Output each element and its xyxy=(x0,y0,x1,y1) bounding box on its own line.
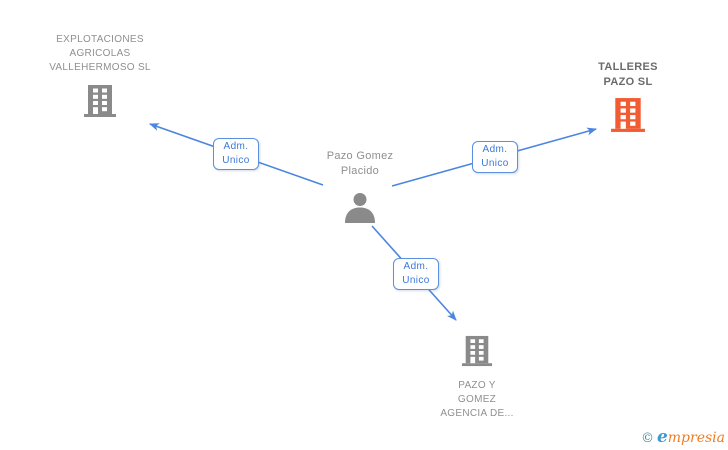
company-name-talleres: TALLERES PAZO SL xyxy=(558,60,698,90)
copyright-icon: © xyxy=(640,431,654,446)
edge-label-line: Unico xyxy=(402,275,430,286)
person-name-line: Placido xyxy=(340,165,380,177)
company-node-pazo-y-gomez[interactable]: PAZO Y GOMEZ AGENCIA DE... xyxy=(415,334,539,421)
person-name: Pazo Gomez Placido xyxy=(285,149,435,179)
company-name-line: AGRICOLAS xyxy=(69,48,131,59)
brand-text: mpresia xyxy=(667,430,725,446)
edge-label-adm-unico-right: Adm. Unico xyxy=(472,141,518,173)
edge-label-line: Unico xyxy=(222,155,250,166)
company-name-line: GOMEZ xyxy=(457,394,497,405)
edge-label-line: Adm. xyxy=(223,141,249,152)
edge-label-adm-unico-bottom: Adm. Unico xyxy=(393,258,439,290)
person-icon xyxy=(285,193,435,228)
company-name-line: PAZO SL xyxy=(603,76,653,88)
building-icon xyxy=(20,85,180,122)
company-name-line: AGENCIA DE... xyxy=(440,408,514,419)
company-name-explotaciones: EXPLOTACIONES AGRICOLAS VALLEHERMOSO SL xyxy=(20,33,180,75)
company-name-line: EXPLOTACIONES xyxy=(56,34,144,45)
company-node-talleres[interactable]: TALLERES PAZO SL xyxy=(558,60,698,138)
brand-initial: e xyxy=(656,427,668,447)
person-node-pazo-gomez-placido[interactable]: Pazo Gomez Placido xyxy=(285,149,435,228)
edge-label-adm-unico-left: Adm. Unico xyxy=(213,138,259,170)
edge-label-line: Adm. xyxy=(482,144,508,155)
building-icon-highlighted xyxy=(558,97,698,138)
empresia-watermark: ©empresia xyxy=(641,427,725,447)
company-name-line: VALLEHERMOSO SL xyxy=(49,62,151,73)
company-name-line: PAZO Y xyxy=(458,380,496,391)
person-name-line: Pazo Gomez xyxy=(326,150,394,162)
company-node-explotaciones[interactable]: EXPLOTACIONES AGRICOLAS VALLEHERMOSO SL xyxy=(20,33,180,122)
edge-label-line: Adm. xyxy=(403,261,429,272)
building-icon xyxy=(415,334,539,373)
edge-label-line: Unico xyxy=(481,158,509,169)
company-name-line: TALLERES xyxy=(598,61,658,73)
company-name-pazo-y-gomez: PAZO Y GOMEZ AGENCIA DE... xyxy=(415,379,539,421)
